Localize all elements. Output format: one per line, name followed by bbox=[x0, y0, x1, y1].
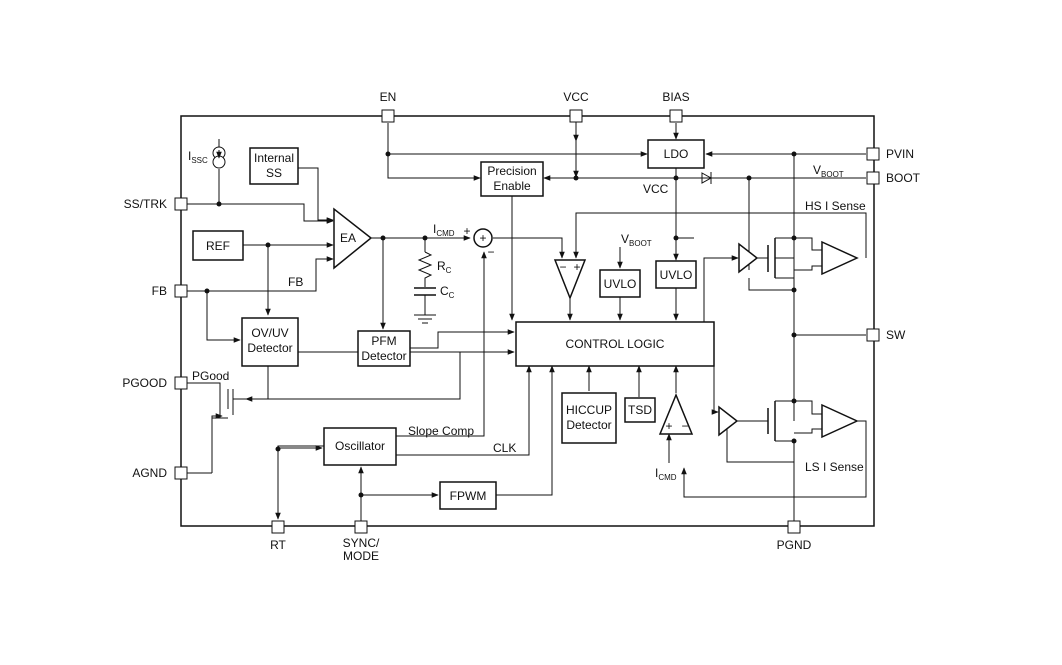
ls-sense-amp bbox=[821, 403, 859, 439]
hs-gate-driver bbox=[738, 242, 759, 274]
pin-fb-label: FB bbox=[152, 284, 167, 298]
slope-comp-label: Slope Comp bbox=[408, 424, 474, 438]
pin-pvin bbox=[866, 147, 880, 161]
control-logic-block: CONTROL LOGIC bbox=[515, 321, 715, 367]
icmd-label-ls: ICMD bbox=[655, 466, 677, 482]
precision-enable-block: Precision Enable bbox=[480, 161, 544, 197]
pfm-line1: PFM bbox=[371, 334, 396, 348]
comp-plus: + bbox=[573, 260, 580, 274]
uvlo-bias-block: UVLO bbox=[599, 269, 641, 298]
cc-label: CC bbox=[440, 284, 455, 300]
precision-enable-line1: Precision bbox=[487, 164, 536, 178]
clk-label: CLK bbox=[493, 441, 516, 455]
uvlo-vcc-block: UVLO bbox=[655, 260, 697, 289]
pin-sw-label: SW bbox=[886, 328, 906, 342]
pin-sw bbox=[866, 328, 880, 342]
ref-label: REF bbox=[206, 239, 230, 253]
ea-label: EA bbox=[340, 231, 356, 245]
pin-pgood bbox=[174, 376, 188, 390]
pin-vcc bbox=[569, 109, 583, 123]
ovuv-detector-block: OV/UV Detector bbox=[241, 317, 299, 367]
hs-sense-amp bbox=[821, 240, 859, 276]
pin-agnd-label: AGND bbox=[132, 466, 167, 480]
ls-comp-plus: + bbox=[665, 419, 672, 433]
pin-pgood-label: PGOOD bbox=[122, 376, 167, 390]
pin-fb bbox=[174, 284, 188, 298]
pin-vcc-label: VCC bbox=[563, 90, 589, 104]
hiccup-line1: HICCUP bbox=[566, 403, 612, 417]
pin-boot-label: BOOT bbox=[886, 171, 921, 185]
icmd-label: ICMD bbox=[433, 222, 455, 238]
pin-sync-line2: MODE bbox=[343, 549, 379, 563]
uvlo-bias-label: UVLO bbox=[604, 277, 637, 291]
ea-amplifier: EA bbox=[333, 207, 373, 270]
summer-plus: + bbox=[463, 224, 470, 238]
ref-block: REF bbox=[192, 230, 244, 261]
pin-pgnd-label: PGND bbox=[777, 538, 812, 552]
pin-rt-label: RT bbox=[270, 538, 286, 552]
vboot-label-uvlo: VBOOT bbox=[621, 232, 652, 248]
vboot-label-top: VBOOT bbox=[813, 163, 844, 179]
issc-current-source-icon bbox=[212, 139, 226, 169]
ic-outline bbox=[180, 115, 875, 527]
fpwm-block: FPWM bbox=[439, 481, 497, 510]
pin-boot bbox=[866, 171, 880, 185]
pin-sync-line1: SYNC/ bbox=[343, 536, 380, 550]
pin-pvin-label: PVIN bbox=[886, 147, 914, 161]
ls-comp-minus: − bbox=[681, 419, 688, 433]
pin-en bbox=[381, 109, 395, 123]
ovuv-line1: OV/UV bbox=[251, 326, 288, 340]
ls-gate-driver bbox=[718, 405, 739, 437]
summing-node: + + − bbox=[463, 224, 494, 259]
pin-ss-trk bbox=[174, 197, 188, 211]
tsd-label: TSD bbox=[628, 403, 652, 417]
pin-rt bbox=[271, 520, 285, 534]
pin-ss-trk-label: SS/TRK bbox=[124, 197, 167, 211]
pin-agnd bbox=[174, 466, 188, 480]
hs-sense-label: HS I Sense bbox=[805, 199, 866, 213]
fpwm-label: FPWM bbox=[450, 489, 487, 503]
pin-en-label: EN bbox=[380, 90, 397, 104]
internal-ss-line1: Internal bbox=[254, 151, 294, 165]
ovuv-line2: Detector bbox=[247, 341, 292, 355]
internal-ss-block: Internal SS bbox=[249, 147, 299, 185]
current-comparator: − + bbox=[553, 259, 587, 301]
pin-bias bbox=[669, 109, 683, 123]
ldo-label: LDO bbox=[664, 147, 689, 161]
summer-plus-inside: + bbox=[479, 231, 486, 245]
oscillator-label: Oscillator bbox=[335, 439, 385, 453]
fb-net-label: FB bbox=[288, 275, 303, 289]
internal-ss-line2: SS bbox=[266, 166, 282, 180]
hiccup-detector-block: HICCUP Detector bbox=[561, 392, 617, 444]
ls-comparator: + − bbox=[658, 393, 694, 435]
pgood-net-label: PGood bbox=[192, 369, 229, 383]
summer-minus: − bbox=[487, 245, 494, 259]
pin-bias-label: BIAS bbox=[662, 90, 689, 104]
issc-label: ISSC bbox=[188, 149, 208, 165]
hiccup-line2: Detector bbox=[566, 418, 611, 432]
rc-label: RC bbox=[437, 259, 452, 275]
ldo-block: LDO bbox=[647, 139, 705, 169]
comp-minus: − bbox=[559, 260, 566, 274]
pfm-detector-block: PFM Detector bbox=[357, 330, 411, 367]
vcc-net-label: VCC bbox=[643, 182, 669, 196]
precision-enable-line2: Enable bbox=[493, 179, 531, 193]
oscillator-block: Oscillator bbox=[323, 427, 397, 466]
ls-sense-label: LS I Sense bbox=[805, 460, 864, 474]
pin-pgnd bbox=[787, 520, 801, 534]
pfm-line2: Detector bbox=[361, 349, 406, 363]
tsd-block: TSD bbox=[624, 397, 656, 423]
pin-sync-mode bbox=[354, 520, 368, 534]
uvlo-vcc-label: UVLO bbox=[660, 268, 693, 282]
control-logic-label: CONTROL LOGIC bbox=[566, 337, 665, 351]
